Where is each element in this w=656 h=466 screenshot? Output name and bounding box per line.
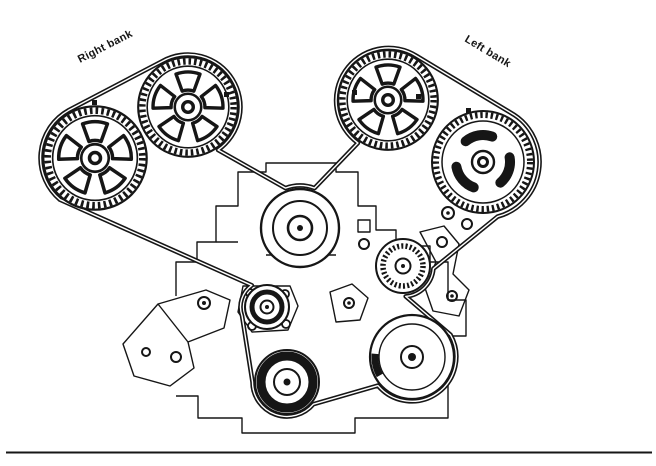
sprocket-right-bank-2 <box>138 57 238 157</box>
idler-mount-detail <box>329 219 371 323</box>
sprocket-right-bank-1 <box>43 106 146 209</box>
idler-pulley-lower-right <box>368 313 456 401</box>
timing-marks <box>92 90 471 113</box>
sprocket-left-bank-2-cam-phaser <box>431 110 535 214</box>
tensioner-pulley-left <box>244 284 290 330</box>
sprocket-left-bank-1 <box>338 50 438 150</box>
right-bank-label: Right bank <box>76 28 135 66</box>
left-mount-bracket <box>122 289 231 387</box>
crankshaft-sprocket <box>254 349 320 415</box>
tensioner-pulley-upper-right <box>375 238 431 294</box>
left-bank-label: Left bank <box>462 33 513 70</box>
idler-pulley-center <box>259 187 341 269</box>
timing-belt <box>38 45 542 419</box>
phaser-bolts <box>441 206 473 230</box>
